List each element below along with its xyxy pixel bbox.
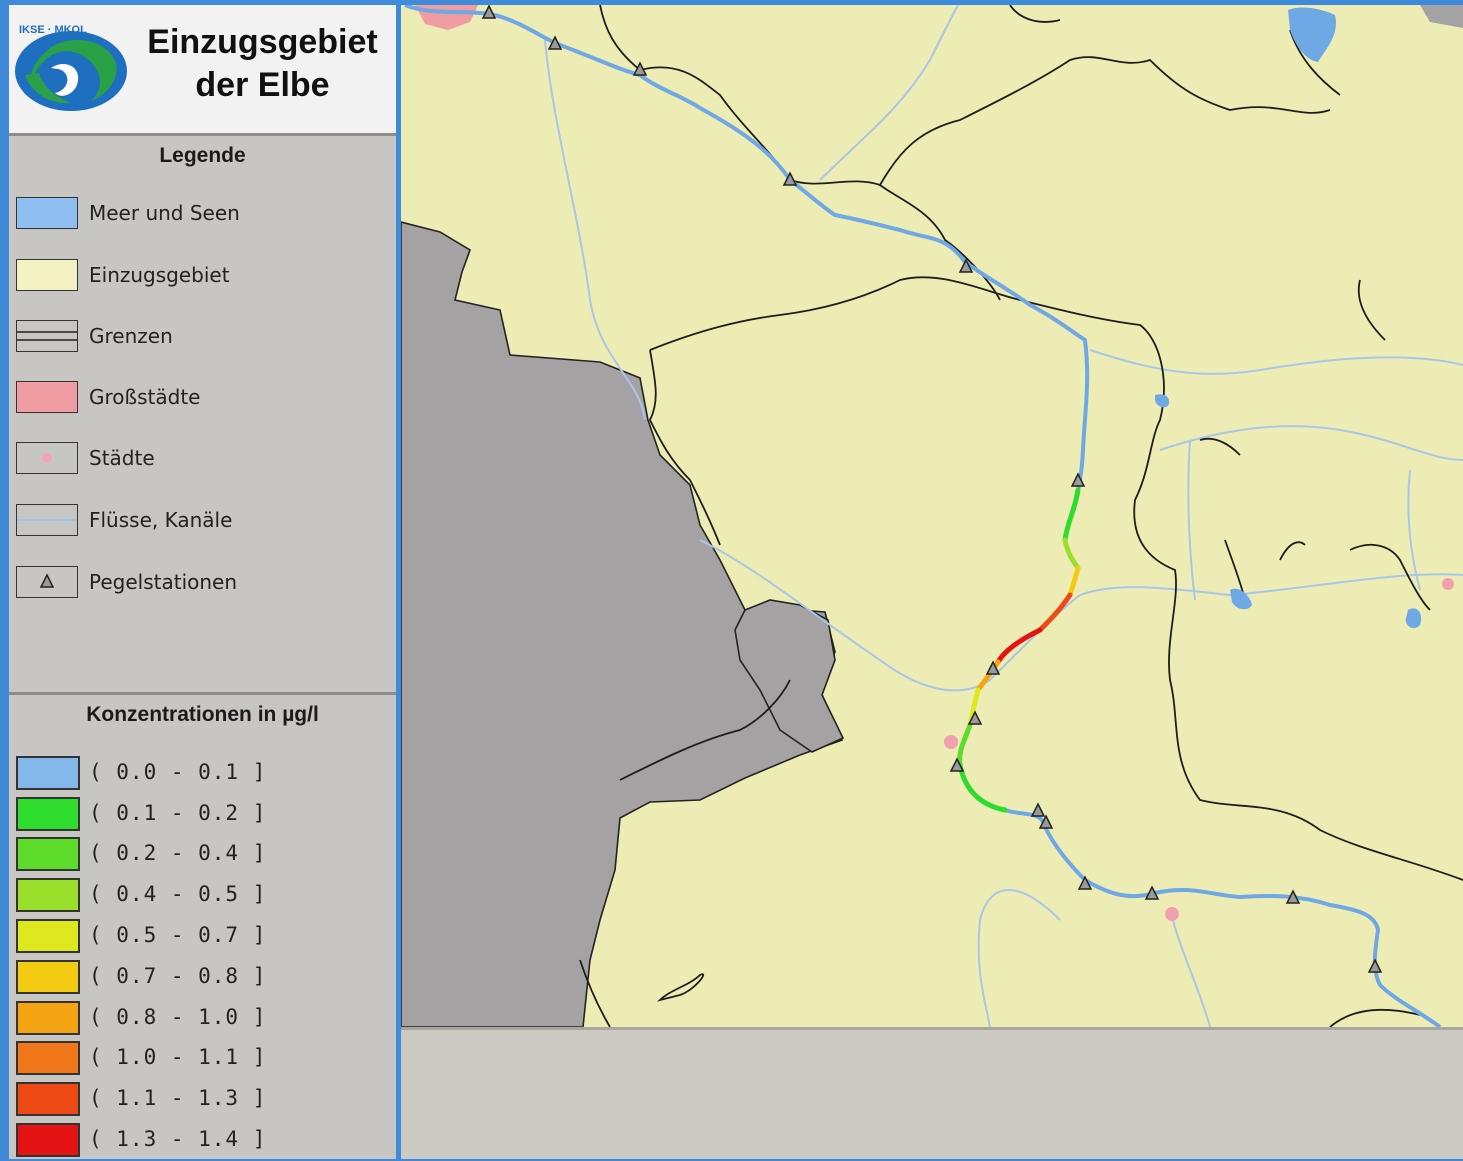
legend-item-borders: Grenzen [16,320,386,358]
map-canvas[interactable] [401,5,1463,1027]
concentration-swatch [16,1041,80,1075]
concentration-class: ( 0.4 - 0.5 ] [16,878,386,916]
concentration-class: ( 1.3 - 1.4 ] [16,1123,386,1161]
legend-item-rivers: Flüsse, Kanäle [16,504,386,542]
border-lines-icon [17,331,77,341]
legend-item-cities: Städte [16,442,386,480]
concentration-label: ( 0.7 - 0.8 ] [89,964,267,988]
concentration-panel: Konzentrationen in µg/l ( 0.0 - 0.1 ] ( … [9,695,396,1159]
concentration-label: ( 0.8 - 1.0 ] [89,1005,267,1029]
map-view[interactable] [401,5,1463,1027]
swatch-rivers [16,504,78,536]
concentration-swatch [16,1082,80,1116]
concentration-label: ( 0.1 - 0.2 ] [89,801,267,825]
legend-title: Legende [159,144,246,167]
concentration-label: ( 1.0 - 1.1 ] [89,1045,267,1069]
concentration-swatch [16,919,80,953]
concentration-class: ( 0.7 - 0.8 ] [16,960,386,998]
title-line-1: Einzugsgebiet [147,23,378,61]
legend-item-catchment: Einzugsgebiet [16,259,386,297]
concentration-class: ( 0.0 - 0.1 ] [16,756,386,794]
borders [579,5,1463,1027]
gauging-stations [481,5,1383,973]
river-line-icon [17,519,77,521]
concentration-class: ( 0.1 - 0.2 ] [16,797,386,835]
legend-label: Einzugsgebiet [89,263,230,287]
legend-label: Großstädte [89,385,201,409]
concentration-swatch [16,960,80,994]
sidebar: IKSE · MKOL Einzugsgebiet der Elbe Legen… [9,5,396,1159]
concentration-label: ( 0.2 - 0.4 ] [89,841,267,865]
swatch-cities [16,442,78,474]
swatch-gauging-stations [16,566,78,598]
concentration-swatch [16,1123,80,1157]
title-line-2: der Elbe [195,66,330,104]
header: IKSE · MKOL Einzugsgebiet der Elbe [9,5,396,136]
swatch-borders [16,320,78,352]
concentration-label: ( 1.1 - 1.3 ] [89,1086,267,1110]
legend-item-gauging-stations: Pegelstationen [16,566,386,604]
logo-text: IKSE · MKOL [19,24,87,36]
concentration-class: ( 0.5 - 0.7 ] [16,919,386,957]
concentration-label: ( 0.5 - 0.7 ] [89,923,267,947]
triangle-icon [39,573,55,588]
concentration-swatch [16,837,80,871]
legend-item-sea-lakes: Meer und Seen [16,197,386,235]
concentration-class: ( 1.0 - 1.1 ] [16,1041,386,1079]
legend-label: Meer und Seen [89,201,240,225]
swatch-catchment [16,259,78,291]
lakes [1154,7,1422,629]
concentration-title: Konzentrationen in µg/l [86,703,319,726]
concentration-swatch [16,1001,80,1035]
legend-label: Pegelstationen [89,570,238,594]
elbe-river-upper [404,5,1090,491]
concentration-class: ( 0.2 - 0.4 ] [16,837,386,875]
cities [944,578,1454,921]
concentration-swatch [16,756,80,790]
app-title: Einzugsgebiet der Elbe [129,21,396,107]
status-bar [401,1027,1463,1159]
swatch-sea-lakes [16,197,78,229]
city-dot-icon [42,453,52,463]
concentration-segments [957,487,1081,813]
ikse-logo: IKSE · MKOL [15,24,127,111]
concentration-swatch [16,797,80,831]
outside-catchment-lobe [734,599,845,753]
concentration-swatch [16,878,80,912]
concentration-label: ( 0.4 - 0.5 ] [89,882,267,906]
concentration-label: ( 1.3 - 1.4 ] [89,1127,267,1151]
concentration-label: ( 0.0 - 0.1 ] [89,760,267,784]
concentration-class: ( 1.1 - 1.3 ] [16,1082,386,1120]
legend-label: Grenzen [89,324,173,348]
legend-panel: Legende Meer und Seen Einzugsgebiet Gren… [9,138,396,691]
panel-divider [9,692,396,695]
legend-label: Städte [89,446,155,470]
outside-top-right [1420,5,1463,28]
legend-item-big-cities: Großstädte [16,381,386,419]
legend-label: Flüsse, Kanäle [89,508,233,532]
swatch-big-cities [16,381,78,413]
concentration-class: ( 0.8 - 1.0 ] [16,1001,386,1039]
